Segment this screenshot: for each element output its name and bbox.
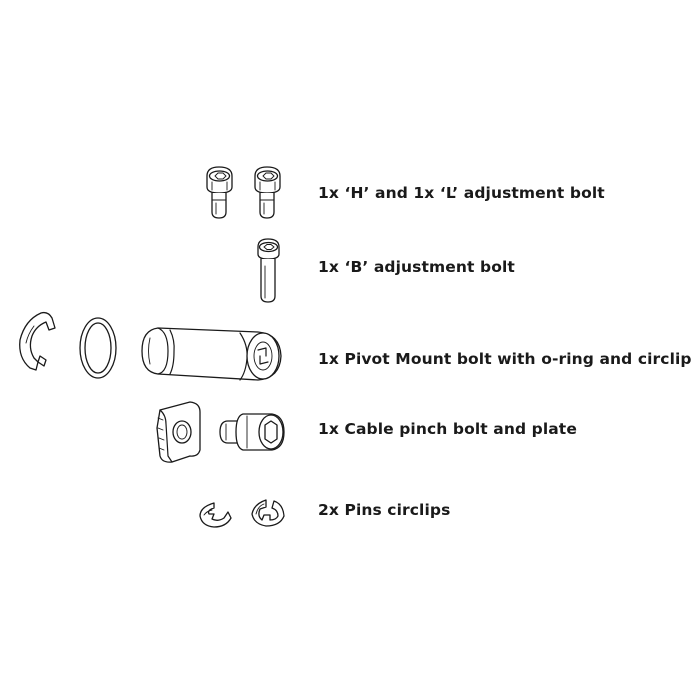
part-label-h-l-bolt: 1x ‘H’ and 1x ‘L’ adjustment bolt [318,184,605,202]
cable-pinch-plate-icon [156,401,201,463]
cable-pinch-bolt-icon [219,413,285,451]
pivot-circlip-icon [19,311,56,371]
l-adjustment-bolt-icon [254,166,281,219]
pin-circlip-icon [199,502,232,528]
h-adjustment-bolt-icon [206,166,233,219]
pin-circlip-icon [251,499,285,527]
part-label-pivot-mount-bolt: 1x Pivot Mount bolt with o-ring and circ… [318,350,692,368]
part-label-cable-pinch-bolt: 1x Cable pinch bolt and plate [318,420,577,438]
pivot-mount-bolt-icon [141,327,282,381]
o-ring-icon [79,317,117,379]
part-label-pin-circlips: 2x Pins circlips [318,501,451,519]
part-label-b-bolt: 1x ‘B’ adjustment bolt [318,258,515,276]
b-adjustment-bolt-icon [257,238,280,303]
